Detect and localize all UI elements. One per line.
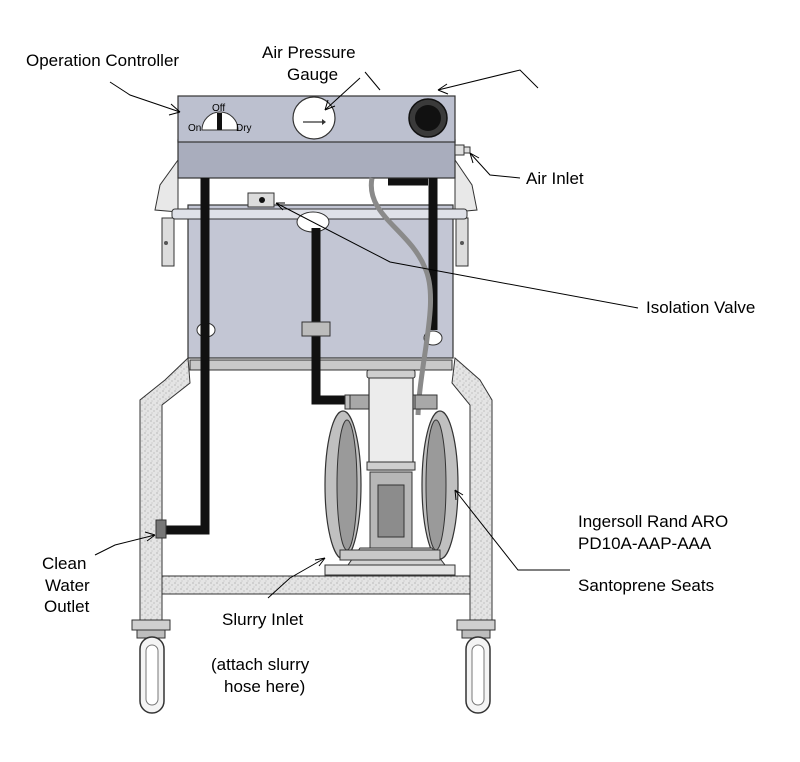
label-slurry-note-line2: hose here) <box>224 677 305 696</box>
label-slurry-inlet: Slurry Inlet <box>222 610 304 629</box>
switch-on-label: On <box>188 123 201 134</box>
filter-cap <box>408 98 448 138</box>
label-air-pressure-gauge-line2: Gauge <box>287 65 338 84</box>
label-clean-water-line3: Outlet <box>44 597 90 616</box>
label-pump-model-line1: Ingersoll Rand ARO <box>578 512 728 531</box>
operation-switch: Off On Dry <box>188 103 252 134</box>
diaphragm-pump <box>324 369 459 576</box>
air-inlet-fitting <box>454 144 471 156</box>
cart-frame <box>139 356 493 621</box>
pipes <box>155 178 438 539</box>
label-clean-water-line2: Water <box>45 576 90 595</box>
switch-off-label: Off <box>212 103 225 114</box>
label-slurry-note-line1: (attach slurry <box>211 655 310 674</box>
label-operation-controller: Operation Controller <box>26 51 179 70</box>
leader-lines <box>94 69 639 599</box>
label-isolation-valve: Isolation Valve <box>646 298 755 317</box>
callout-labels: Operation Controller Air Pressure Gauge … <box>26 43 755 696</box>
label-air-inlet: Air Inlet <box>526 169 584 188</box>
air-pressure-gauge <box>292 96 336 140</box>
label-air-pressure-gauge-line1: Air Pressure <box>262 43 356 62</box>
isolation-valve <box>247 192 275 208</box>
switch-dry-label: Dry <box>236 123 252 134</box>
label-seats: Santoprene Seats <box>578 576 714 595</box>
left-caster <box>131 619 171 714</box>
right-caster <box>456 619 496 714</box>
label-pump-model-line2: PD10A-AAP-AAA <box>578 534 712 553</box>
label-clean-water-line1: Clean <box>42 554 86 573</box>
